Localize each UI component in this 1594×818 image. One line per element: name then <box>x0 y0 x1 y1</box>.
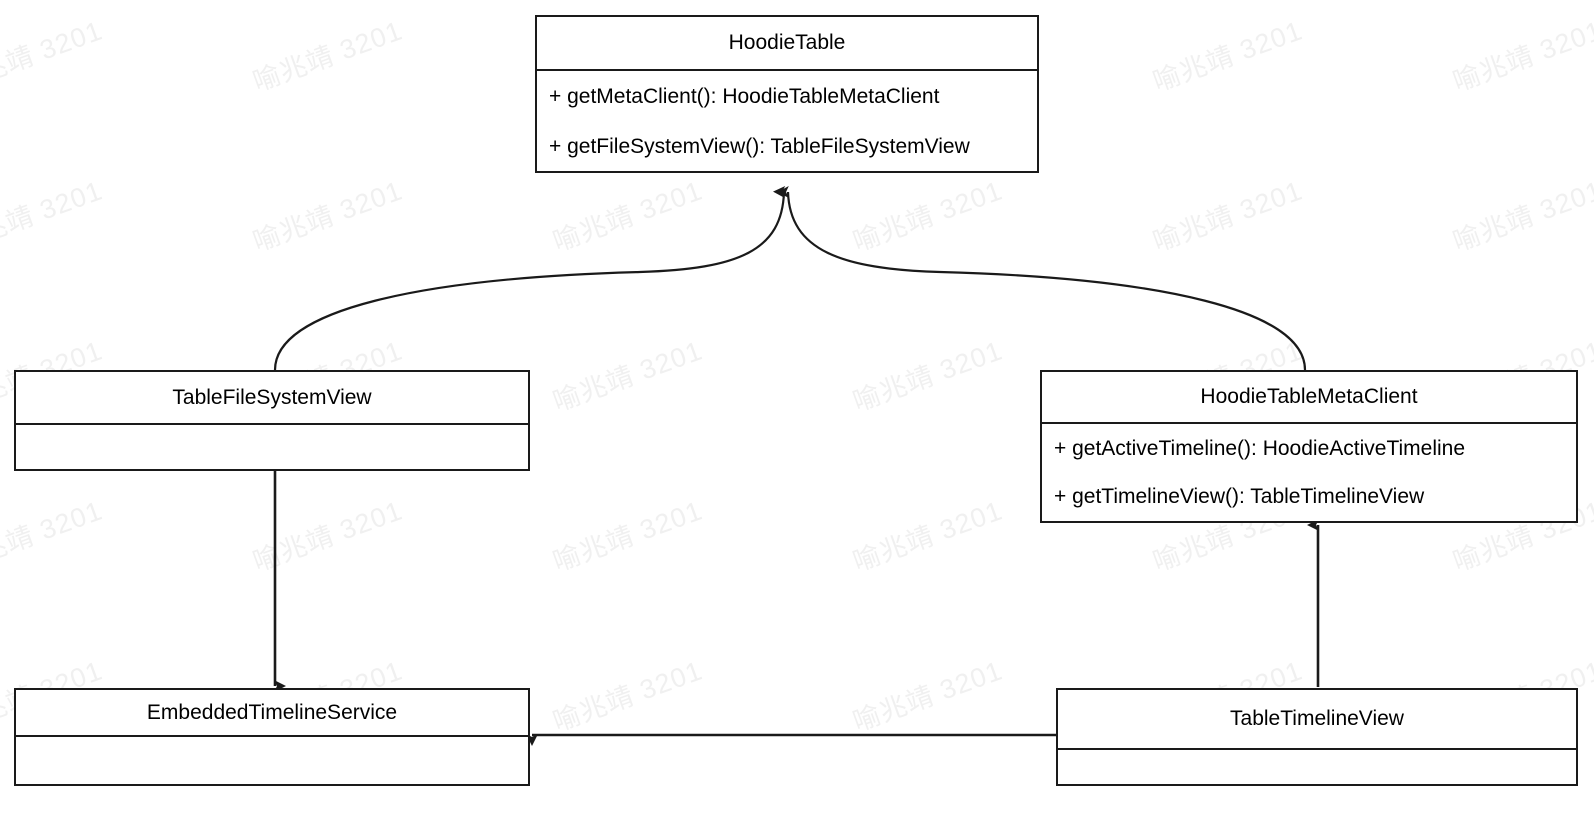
uml-class-table-timeline-view[interactable]: TableTimelineView <box>1056 688 1578 786</box>
uml-class-members <box>16 737 528 784</box>
uml-member: + getMetaClient(): HoodieTableMetaClient <box>549 84 940 108</box>
uml-member: + getTimelineView(): TableTimelineView <box>1054 485 1425 509</box>
uml-member: + getFileSystemView(): TableFileSystemVi… <box>549 134 970 158</box>
uml-class-members <box>16 425 528 469</box>
uml-class-name: EmbeddedTimelineService <box>16 690 528 737</box>
uml-class-table-file-system-view[interactable]: TableFileSystemView <box>14 370 530 471</box>
uml-class-name: TableTimelineView <box>1058 690 1576 750</box>
uml-member: + getActiveTimeline(): HoodieActiveTimel… <box>1054 436 1466 460</box>
uml-class-name: HoodieTable <box>537 17 1037 71</box>
uml-class-members <box>1058 750 1576 784</box>
uml-class-members: + getMetaClient(): HoodieTableMetaClient… <box>537 71 1037 171</box>
edge-tablefilesystemview-to-hoodietable <box>273 186 786 371</box>
uml-class-name: HoodieTableMetaClient <box>1042 372 1576 424</box>
edge-hoodietablemetaclient-to-hoodietable <box>777 185 1307 371</box>
uml-class-name: TableFileSystemView <box>16 372 528 425</box>
uml-class-hoodie-table-meta-client[interactable]: HoodieTableMetaClient + getActiveTimeline… <box>1040 370 1578 523</box>
uml-class-hoodie-table[interactable]: HoodieTable+ getMetaClient(): HoodieTabl… <box>535 15 1039 173</box>
uml-class-embedded-timeline-service[interactable]: EmbeddedTimelineService <box>14 688 530 786</box>
uml-class-members: + getActiveTimeline(): HoodieActiveTimel… <box>1042 424 1576 521</box>
